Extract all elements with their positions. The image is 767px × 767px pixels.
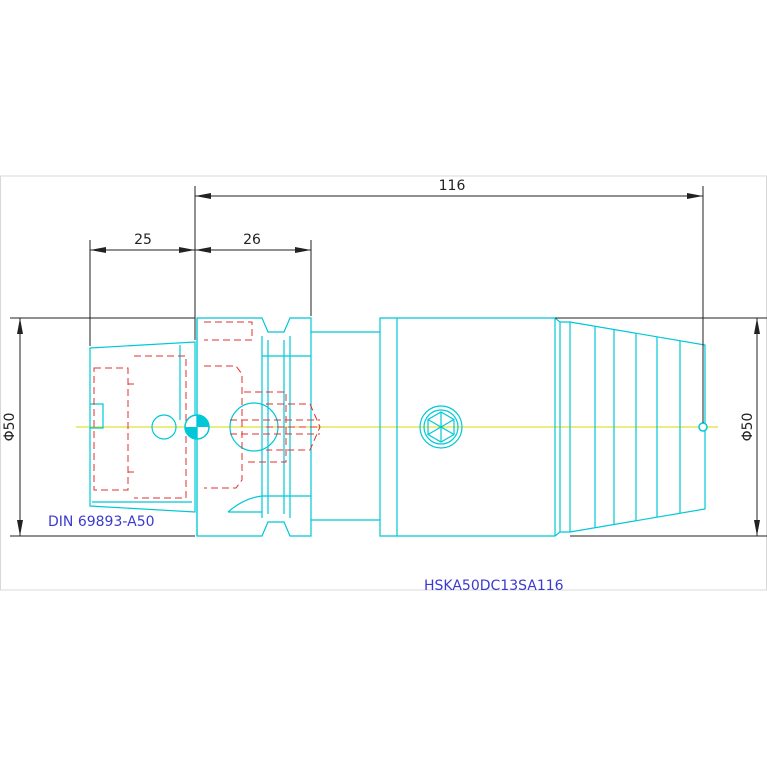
hsk-shank-outline [89,341,196,513]
standard-label: DIN 69893-A50 [48,514,155,530]
part-number-label: HSKA50DC13SA116 [424,578,564,594]
shank-bore-circle [151,414,177,440]
flange-hidden [204,321,321,489]
dimension-arrows [17,193,760,536]
flange-length-dim: 26 [243,232,261,248]
left-diameter-dim: Φ50 [2,413,18,442]
tool-tip-point [698,422,708,432]
right-diameter-dim: Φ50 [740,413,756,442]
dimension-lines [10,186,767,537]
hex-socket-icon [419,405,463,449]
taper-length-dim: 25 [134,232,152,248]
overall-length-dim: 116 [439,178,466,194]
